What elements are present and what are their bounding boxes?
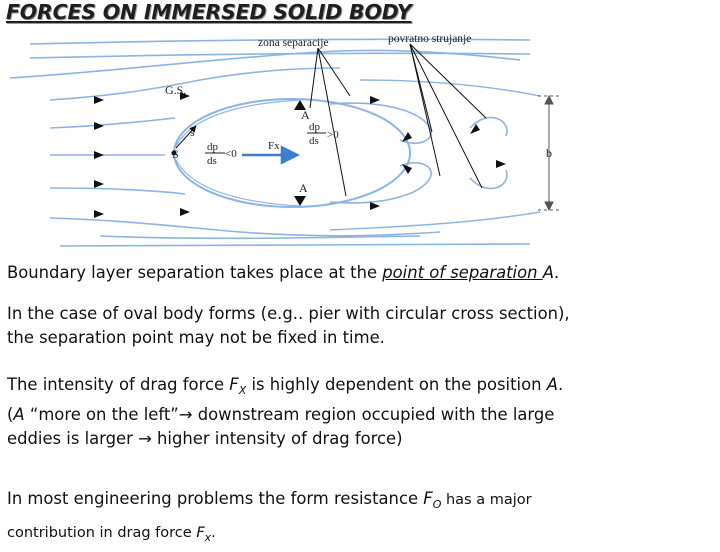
stagnation-point [171, 150, 177, 156]
p3-l1-after: is highly dependent on the position [246, 375, 547, 394]
point-a-bottom-label: A [299, 181, 308, 195]
p4-fx: F [196, 525, 205, 541]
arrow-2-icon: → [138, 429, 152, 448]
s-label: s [190, 125, 195, 139]
dp-ds-positive-den: ds [309, 135, 319, 147]
point-a-top-marker [294, 100, 306, 110]
zona-separacije-label: zona separacije [258, 37, 329, 49]
p1-text: Boundary layer separation takes place at… [7, 263, 383, 282]
point-a-bottom-marker [294, 196, 306, 206]
paragraph-oval-body: In the case of oval body forms (e.g.. pi… [7, 302, 720, 350]
p3-line2: (A “more on the left”→ downstream region… [7, 403, 720, 427]
paragraph-form-resistance: In most engineering problems the form re… [7, 485, 720, 552]
p3-l2-after: downstream region occupied with the larg… [192, 405, 555, 424]
eddies [329, 102, 508, 204]
p2-line2: the separation point may not be fixed in… [7, 328, 385, 347]
leader-lines [309, 43, 487, 197]
dp-ds-negative-num: dp [207, 141, 219, 153]
p3-l2-point: A [13, 405, 25, 424]
paragraph-separation-point: Boundary layer separation takes place at… [7, 261, 720, 285]
p1-end: . [553, 263, 560, 282]
p3-line1: The intensity of drag force FX is highly… [7, 373, 720, 403]
flow-arrows [94, 92, 190, 218]
p4-l2-end: . [211, 525, 216, 541]
p4-l1-before: In most engineering problems the form re… [7, 489, 424, 508]
gs-label: G.S. [165, 83, 186, 97]
p3-l2-open: ( [7, 405, 14, 424]
p3-fx-sub: X [238, 384, 247, 397]
dp-ds-positive-num: dp [309, 121, 321, 133]
p4-line1: In most engineering problems the form re… [7, 485, 720, 519]
p4-fo: F [423, 489, 433, 508]
p2-line1: In the case of oval body forms (e.g.. pi… [7, 304, 570, 323]
p3-line3: eddies is larger → higher intensity of d… [7, 427, 720, 451]
p1-emphasis: point of separation [382, 263, 543, 282]
p3-l2-mid: “more on the left” [24, 405, 179, 424]
fx-label: Fx [268, 140, 280, 152]
p3-point: A [546, 375, 558, 394]
p3-fx: F [229, 375, 239, 394]
p3-l3-after: higher intensity of drag force) [151, 429, 403, 448]
lt-zero-label: <0 [225, 148, 237, 160]
width-b-label: b [546, 146, 552, 160]
flow-separation-diagram: zona separacije povratno strujanje G.S. … [9, 33, 560, 247]
streamlines [9, 38, 531, 247]
p1-point: A [542, 263, 554, 282]
p4-fx-sub: x [204, 531, 212, 544]
p4-line2: contribution in drag force Fx. [7, 519, 720, 552]
s-arrow [175, 125, 197, 149]
boundary-layer [175, 99, 301, 207]
gt-zero-label: >0 [327, 129, 339, 141]
p3-l3-before: eddies is larger [7, 429, 139, 448]
p3-l1-end: . [557, 375, 564, 394]
p4-l2-before: contribution in drag force [7, 525, 197, 541]
p4-fo-sub: O [432, 498, 442, 511]
povratno-strujanje-label: povratno strujanje [388, 33, 471, 45]
paragraph-drag-force: The intensity of drag force FX is highly… [7, 373, 720, 451]
page-title: FORCES ON IMMERSED SOLID BODY [6, 0, 412, 24]
p4-l1-after: has a major [441, 492, 532, 508]
width-marker [538, 94, 560, 212]
stagnation-S-label: S [172, 147, 179, 161]
dp-ds-negative-den: ds [207, 155, 217, 167]
eddy-arrows [370, 96, 506, 210]
point-a-top-label: A [301, 108, 310, 122]
p3-l1-before: The intensity of drag force [7, 375, 230, 394]
arrow-1-icon: → [178, 405, 193, 424]
